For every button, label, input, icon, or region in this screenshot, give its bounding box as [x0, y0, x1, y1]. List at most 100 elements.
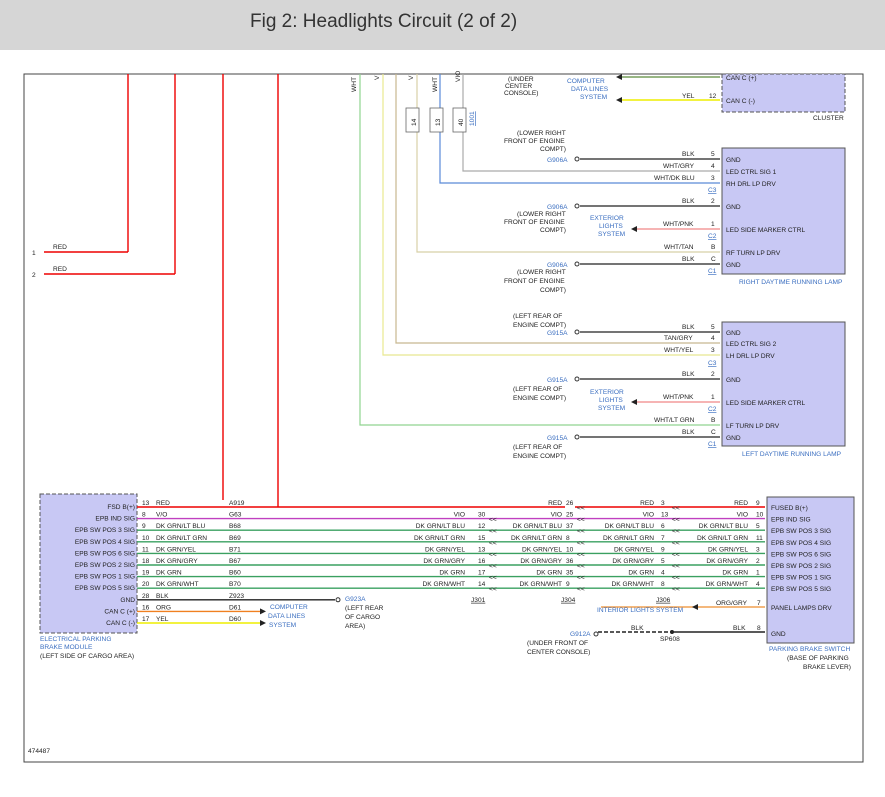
j301-pin: 16 [478, 558, 486, 565]
page-title: Fig 2: Headlights Circuit (2 of 2) [250, 11, 518, 32]
l-c1-pin-2: C [711, 429, 716, 436]
cluster-can-minus: CAN C (-) [726, 98, 755, 105]
j304-pin: 26 [566, 500, 574, 507]
epb-name-3: (LEFT SIDE OF CARGO AREA) [40, 653, 134, 660]
epb-wire-pin: 9 [142, 523, 146, 530]
lext-2: LIGHTS [599, 397, 623, 404]
pbs-wire-pin: 9 [756, 500, 760, 507]
r-c1-conn: C1 [708, 268, 717, 275]
j301-color: DK GRN/GRY [423, 558, 465, 565]
l-c3-pin-2: 4 [711, 335, 715, 342]
l-c2-pin-2: 1 [711, 394, 715, 401]
r-c3-label-1: GND [726, 157, 741, 164]
pbs-wire-color: DK GRN/GRY [706, 558, 748, 565]
j301-color: DK GRN/LT GRN [414, 535, 465, 542]
j306-pin: 8 [661, 581, 665, 588]
epb-module-label: EPB SW POS 4 SIG [75, 539, 135, 546]
j306-mark: << [672, 505, 680, 512]
left-red-wires [44, 74, 565, 508]
epb-module-box [39, 493, 138, 634]
pbs-wire-color: DK GRN [722, 570, 748, 577]
r-c3-pin-3: 3 [711, 175, 715, 182]
epb-module-label: EPB SW POS 2 SIG [75, 562, 135, 569]
cluster-loc-3: CONSOLE) [504, 90, 538, 97]
right-drl-name: RIGHT DAYTIME RUNNING LAMP [739, 279, 843, 286]
j304-pin: 36 [566, 558, 574, 565]
j304-color: DK GRN/GRY [520, 558, 562, 565]
lgnd3-id: G915A [547, 435, 568, 442]
header-bar: Fig 2: Headlights Circuit (2 of 2) [0, 0, 885, 50]
l-c2-label-1: GND [726, 377, 741, 384]
l-c3-color-3: WHT/YEL [664, 347, 694, 354]
vert-pin-14: 14 [411, 118, 418, 126]
can-minus-arrow [260, 620, 266, 626]
epb-module-label: CAN C (+) [104, 608, 135, 615]
pbs-pin-label: EPB SW POS 6 SIG [771, 551, 831, 558]
lext-3: SYSTEM [598, 405, 625, 412]
vert-pin-40: 40 [458, 118, 465, 126]
j301-color: VIO [454, 512, 465, 519]
cluster-system-3: SYSTEM [580, 94, 607, 101]
lgnd3-loc1: (LEFT REAR OF [513, 444, 562, 451]
r-c3-conn: C3 [708, 187, 717, 194]
pbs-pin-label: EPB SW POS 1 SIG [771, 575, 831, 582]
epb-module-label: EPB SW POS 6 SIG [75, 550, 135, 557]
r-c2-color-1: BLK [682, 198, 695, 205]
console-ground-loc2: CENTER CONSOLE) [527, 649, 590, 656]
j306-pin: 3 [661, 500, 665, 507]
epb-wire-pin: 16 [142, 604, 150, 611]
left-wire-pin-2: 2 [32, 272, 36, 279]
cluster-loc-1: (UNDER [508, 76, 534, 83]
pbs-pin-label: EPB SW POS 2 SIG [771, 563, 831, 570]
pbs-wire-pin: 2 [756, 558, 760, 565]
pbs-wire-color: DK GRN/YEL [708, 546, 748, 553]
j306-mark: << [672, 586, 680, 593]
vertical-connector-tabs [405, 107, 467, 133]
r-c3-color-3: WHT/DK BLU [654, 175, 695, 182]
j301-pin: 12 [478, 523, 486, 530]
epb-ground-loc3: AREA) [345, 623, 365, 630]
r-c1-label-1: RF TURN LP DRV [726, 250, 781, 257]
pbs-wire-pin: 4 [756, 581, 760, 588]
j306-color: DK GRN/GRY [612, 558, 654, 565]
cluster-pin-12: 12 [709, 93, 717, 100]
drl-feed-wires [359, 74, 720, 426]
left-wire-color-1: RED [53, 244, 67, 251]
vert-label-wht: WHT [351, 77, 358, 92]
rgnd3-loc3: COMPT) [540, 287, 566, 294]
j304-color: DK GRN/LT GRN [511, 535, 562, 542]
j304-pin: 9 [566, 581, 570, 588]
epb-module-label: CAN C (-) [106, 620, 135, 627]
rgnd1-loc2: FRONT OF ENGINE [504, 138, 565, 145]
epb-module-label: FSD B(+) [107, 504, 135, 511]
lgnd1-id: G915A [547, 330, 568, 337]
right-drl-wires [580, 158, 720, 265]
pbs-name-2: (BASE OF PARKING [787, 655, 849, 662]
epb-ground-symbol [335, 597, 341, 603]
j301-mark: << [489, 563, 497, 570]
epb-wire-pin: 13 [142, 500, 150, 507]
pbs-gnd-label: GND [771, 631, 786, 638]
r-c3-color-1: BLK [682, 151, 695, 158]
console-ground-splice: SP608 [660, 636, 680, 643]
l-c2-pin-1: 2 [711, 371, 715, 378]
epb-wire-color: ORG [156, 604, 171, 611]
rext-2: LIGHTS [599, 223, 623, 230]
j304-color: RED [548, 500, 562, 507]
epb-wire-color: RED [156, 500, 170, 507]
epb-wire-color: DK GRN/LT GRN [156, 535, 207, 542]
j304-mark: << [577, 563, 585, 570]
diagram-frame [23, 73, 864, 763]
j304-pin: 25 [566, 512, 574, 519]
pbs-name-3: BRAKE LEVER) [803, 664, 851, 671]
l-c2-label-2: LED SIDE MARKER CTRL [726, 400, 805, 407]
epb-wire-circuit: G63 [229, 512, 242, 519]
epb-wire-circuit: A919 [229, 500, 245, 507]
pbs-wire-pin: 3 [756, 546, 760, 553]
epb-wire-pin: 18 [142, 558, 150, 565]
j306-mark: << [672, 540, 680, 547]
